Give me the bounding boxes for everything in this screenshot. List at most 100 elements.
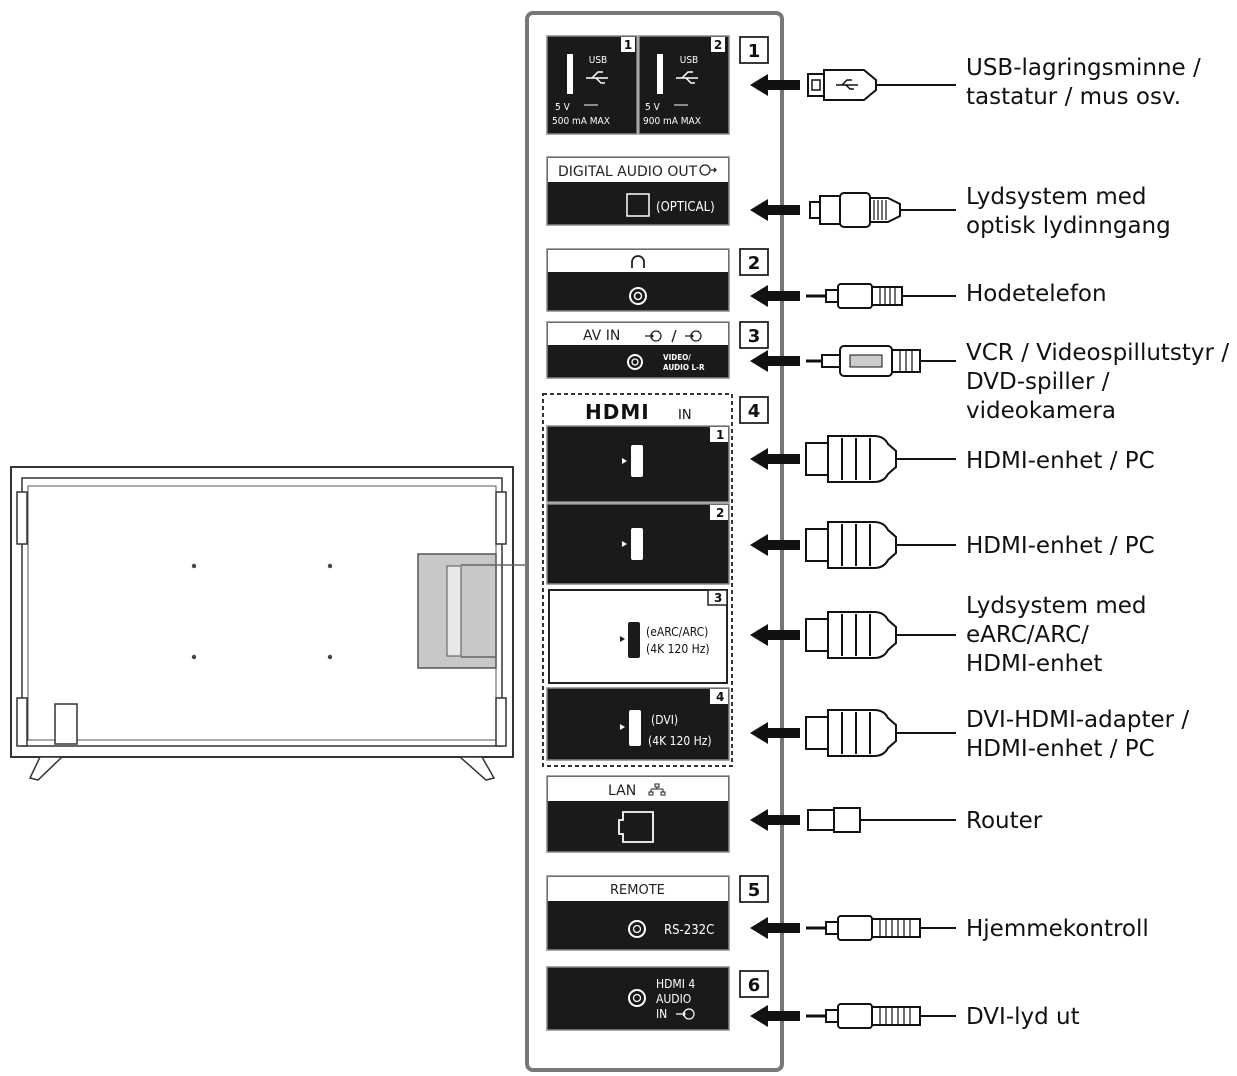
ethernet-socket xyxy=(618,811,654,843)
av-in-port: AV IN VIDEO/ AUDIO L-R xyxy=(546,321,730,379)
optical-port: DIGITAL AUDIO OUT (OPTICAL) xyxy=(546,156,730,226)
minijack-plug-icon xyxy=(806,1003,956,1029)
usb-ports: 1 2 USB USB 5 V 5 V 500 mA MAX 900 mA MA… xyxy=(546,35,730,135)
usb-port-2 xyxy=(638,35,730,135)
vesa-hole xyxy=(191,563,197,569)
callout-2: 2 xyxy=(748,253,761,274)
callout-3: 3 xyxy=(748,326,761,347)
hdmi-plug-icon xyxy=(805,521,956,569)
device-label: Lydsystem med xyxy=(966,593,1147,619)
usb-port-2-num: 2 xyxy=(714,38,722,52)
arrow-left-icon xyxy=(750,199,800,221)
hdmi-port-2-num: 2 xyxy=(716,506,724,520)
hdmi-port-4-line2: (4K 120 Hz) xyxy=(648,734,712,748)
usb-slot xyxy=(567,54,573,94)
hdmi-port-4-num: 4 xyxy=(716,690,724,704)
hdmi-group-outline xyxy=(542,393,733,767)
arrow-left-icon xyxy=(750,624,800,646)
vesa-hole xyxy=(191,654,197,660)
device-label: DVI-HDMI-adapter / xyxy=(966,707,1189,733)
output-icon xyxy=(699,164,711,176)
minijack-plug-icon xyxy=(806,283,956,309)
device-label: Lydsystem med xyxy=(966,184,1147,210)
minijack-plug-icon xyxy=(806,915,956,941)
av-in-sub2: AUDIO L-R xyxy=(663,363,705,372)
remote-port: REMOTE RS-232C xyxy=(546,875,730,951)
optical-plug-icon xyxy=(809,192,956,228)
device-label: HDMI-enhet / PC xyxy=(966,533,1155,559)
callout-5: 5 xyxy=(748,880,761,901)
hdmi-socket xyxy=(629,710,641,746)
device-label: Hodetelefon xyxy=(966,281,1107,307)
terminal-strip xyxy=(446,565,462,657)
optical-title: DIGITAL AUDIO OUT xyxy=(558,164,698,180)
usb-port-2-label: USB xyxy=(680,55,698,66)
usb-port-1-voltage: 5 V xyxy=(555,102,571,113)
hdmi-audio-in-port: HDMI 4 AUDIO IN xyxy=(546,966,730,1031)
usb-port-1-label: USB xyxy=(589,55,607,66)
callout-1: 1 xyxy=(748,41,761,62)
network-icon xyxy=(648,783,666,796)
vesa-hole xyxy=(327,563,333,569)
lan-title: LAN xyxy=(608,783,636,799)
usb-port-1-current: 500 mA MAX xyxy=(552,116,610,127)
usb-slot xyxy=(657,54,663,94)
device-label: HDMI-enhet / PC xyxy=(966,736,1155,762)
power-inlet xyxy=(54,703,78,745)
remote-sub: RS-232C xyxy=(664,923,714,938)
tv-bracket xyxy=(495,697,507,747)
usb-port-1-num: 1 xyxy=(624,38,632,52)
cable-plugs xyxy=(805,69,956,1029)
vesa-hole xyxy=(327,654,333,660)
hdmi-plug-icon xyxy=(805,435,956,483)
headphone-port xyxy=(546,248,730,312)
tv-bracket xyxy=(495,491,507,545)
arrow-left-icon xyxy=(750,534,800,556)
av-in-sub1: VIDEO/ xyxy=(663,353,691,362)
jack-socket xyxy=(627,354,643,370)
hdmi-plug-icon xyxy=(805,709,956,757)
lan-port: LAN xyxy=(546,775,730,853)
callout-numbers: 1 2 3 4 5 6 xyxy=(739,36,769,998)
tv-bracket xyxy=(16,697,28,747)
device-label: USB-lagringsminne / xyxy=(966,55,1201,81)
av-plug-icon xyxy=(806,345,956,377)
arrow-left-icon xyxy=(750,448,800,470)
hdmi-socket xyxy=(631,528,643,560)
device-label: Hjemmekontroll xyxy=(966,916,1149,942)
remote-title: REMOTE xyxy=(610,883,665,898)
hdmi-port-4-line1: (DVI) xyxy=(651,713,678,727)
input-icon xyxy=(645,329,702,343)
hdmi-port-3-num: 3 xyxy=(714,591,722,605)
arrow-left-icon xyxy=(750,1005,800,1027)
arrow-left-icon xyxy=(750,350,800,372)
av-in-title: AV IN xyxy=(583,328,620,344)
hdmi-socket xyxy=(631,445,643,477)
rj45-plug-icon xyxy=(807,807,956,833)
callout-6: 6 xyxy=(748,975,761,996)
arrow-left-icon xyxy=(750,917,800,939)
device-label: eARC/ARC/ xyxy=(966,622,1089,648)
optical-sub: (OPTICAL) xyxy=(656,200,715,215)
stand-foot-left xyxy=(28,756,64,781)
connection-arrows xyxy=(750,74,800,1027)
usb-port-2-voltage: 5 V xyxy=(645,102,661,113)
hdmi-audio-l3: IN xyxy=(656,1007,667,1021)
device-label: DVD-spiller / xyxy=(966,369,1110,395)
device-label: videokamera xyxy=(966,398,1116,424)
usb-port-1 xyxy=(546,35,638,135)
jack-socket xyxy=(628,920,646,938)
hdmi-in-label: IN xyxy=(678,408,692,423)
callout-4: 4 xyxy=(748,401,761,422)
headphone-icon xyxy=(631,255,645,268)
hdmi-port-3-line2: (4K 120 Hz) xyxy=(646,642,710,656)
hdmi-socket xyxy=(628,622,640,658)
device-label: Router xyxy=(966,808,1043,834)
hdmi-in-group: HDMI IN 1 2 3 (eARC/ARC) (4K 120 Hz) 4 (… xyxy=(542,393,733,767)
usb-port-2-current: 900 mA MAX xyxy=(643,116,701,127)
arrow-left-icon xyxy=(750,722,800,744)
device-label: DVI-lyd ut xyxy=(966,1004,1080,1030)
usb-trident-icon xyxy=(586,71,698,84)
hdmi-port-3-line1: (eARC/ARC) xyxy=(646,625,708,639)
